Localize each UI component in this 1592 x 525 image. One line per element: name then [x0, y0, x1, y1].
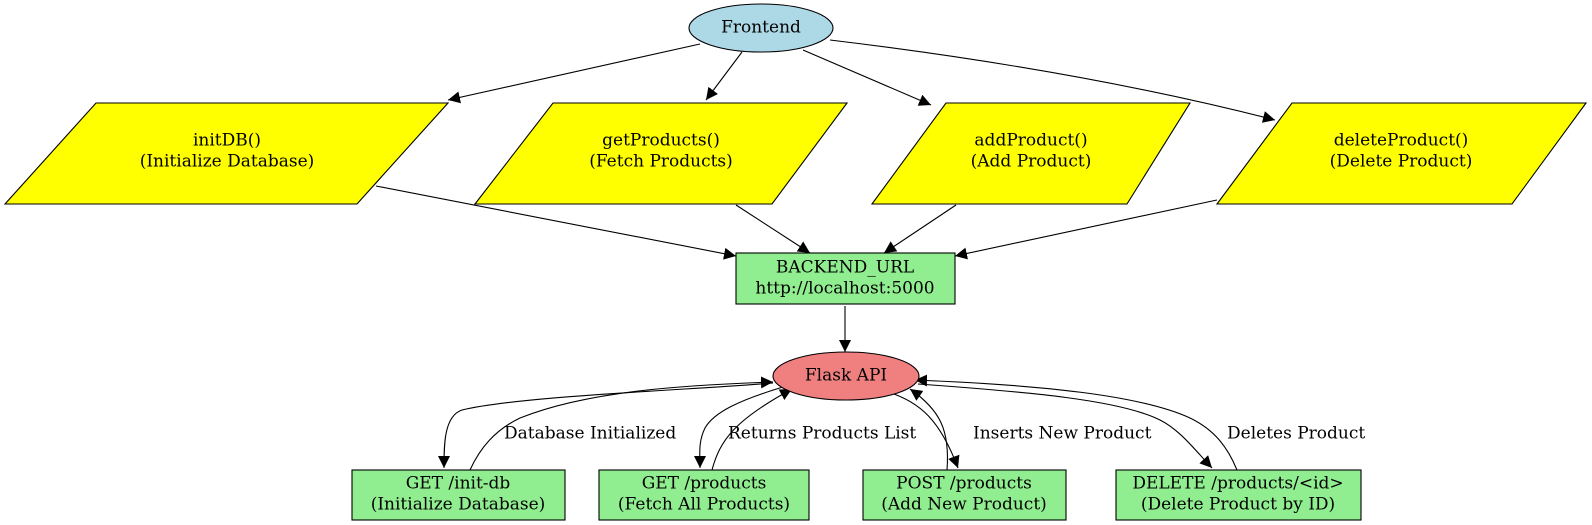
- delete-product-title: deleteProduct(): [1334, 131, 1469, 151]
- edge-get-initdb-to-flaskapi: [469, 376, 774, 471]
- edge-flaskapi-to-delete-product: [917, 383, 1213, 469]
- edge-flaskapi-to-get-products: [693, 386, 784, 469]
- node-flask-api: Flask API: [772, 351, 920, 401]
- endpoint-get-init-db-box: [351, 469, 566, 521]
- endpoint-get-products-box: [598, 469, 810, 521]
- endpoint-post-products-subtitle: (Add New Product): [881, 495, 1047, 515]
- edge-flaskapi-to-post-products: [887, 391, 960, 469]
- backend-url-title: BACKEND_URL: [776, 258, 914, 278]
- edge-deleteproduct-to-backendurl: [954, 199, 1218, 260]
- flask-api-label: Flask API: [805, 366, 887, 386]
- endpoint-get-init-db-title: GET /init-db: [406, 474, 511, 494]
- edge-frontend-to-initdb: [447, 43, 701, 104]
- node-endpoint-post-products: POST /products (Add New Product): [862, 469, 1067, 521]
- delete-product-shape: [1215, 102, 1588, 205]
- backend-url-value: http://localhost:5000: [755, 279, 934, 299]
- delete-product-subtitle: (Delete Product): [1330, 152, 1473, 172]
- edge-post-products-to-flaskapi: [909, 388, 949, 471]
- add-product-subtitle: (Add Product): [971, 152, 1092, 172]
- endpoint-post-products-title: POST /products: [896, 474, 1032, 494]
- edge-initdb-to-backendurl: [375, 185, 737, 260]
- frontend-label: Frontend: [721, 18, 801, 38]
- node-backend-url: BACKEND_URL http://localhost:5000: [735, 252, 956, 305]
- edge-get-products-to-flaskapi: [711, 388, 793, 471]
- init-db-shape: [3, 102, 450, 205]
- node-endpoint-get-products: GET /products (Fetch All Products): [598, 469, 810, 521]
- endpoint-get-init-db-subtitle: (Initialize Database): [371, 495, 546, 515]
- backend-url-box: [735, 252, 956, 305]
- endpoint-get-products-title: GET /products: [642, 474, 767, 494]
- node-frontend: Frontend: [688, 3, 834, 53]
- get-products-title: getProducts(): [602, 131, 720, 151]
- edge-frontend-to-addproduct: [802, 49, 932, 106]
- add-product-title: addProduct(): [974, 131, 1087, 151]
- endpoint-delete-product-subtitle: (Delete Product by ID): [1141, 495, 1335, 515]
- edge-getproducts-to-backendurl: [735, 204, 811, 254]
- endpoint-delete-product-title: DELETE /products/<id>: [1132, 474, 1343, 494]
- node-init-db: initDB() (Initialize Database): [3, 102, 450, 205]
- node-endpoint-get-init-db: GET /init-db (Initialize Database): [351, 469, 566, 521]
- edge-delete-product-to-flaskapi: [914, 374, 1238, 471]
- edge-addproduct-to-backendurl: [883, 204, 957, 254]
- get-products-subtitle: (Fetch Products): [589, 152, 733, 172]
- frontend-ellipse: [688, 3, 834, 53]
- init-db-title: initDB(): [193, 131, 261, 151]
- node-endpoint-delete-product: DELETE /products/<id> (Delete Product by…: [1115, 469, 1362, 521]
- edge-label-deletes-product: Deletes Product: [1227, 424, 1365, 444]
- endpoint-post-products-box: [862, 469, 1067, 521]
- endpoint-get-products-subtitle: (Fetch All Products): [618, 495, 790, 515]
- edge-flaskapi-to-get-initdb: [438, 382, 774, 469]
- edge-label-returns-products-list: Returns Products List: [728, 424, 916, 444]
- node-get-products: getProducts() (Fetch Products): [473, 102, 849, 205]
- flask-api-ellipse: [772, 351, 920, 401]
- node-add-product: addProduct() (Add Product): [870, 102, 1191, 205]
- endpoint-delete-product-box: [1115, 469, 1362, 521]
- add-product-shape: [870, 102, 1191, 205]
- node-delete-product: deleteProduct() (Delete Product): [1215, 102, 1588, 205]
- edge-frontend-to-deleteproduct: [829, 39, 1276, 123]
- init-db-subtitle: (Initialize Database): [140, 152, 315, 172]
- edge-frontend-to-getproducts: [705, 51, 743, 101]
- get-products-shape: [473, 102, 849, 205]
- edge-label-inserts-new-product: Inserts New Product: [973, 424, 1152, 444]
- edge-label-database-initialized: Database Initialized: [504, 424, 676, 444]
